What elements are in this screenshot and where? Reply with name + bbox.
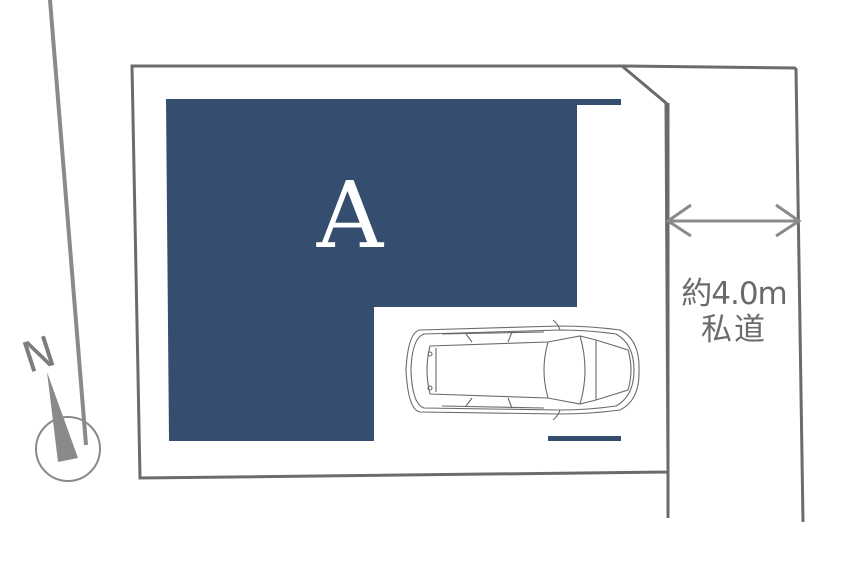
parking-marker-bar: [548, 436, 621, 441]
plot-label: A: [316, 162, 384, 269]
road-width-label: 約4.0m: [681, 276, 788, 312]
compass-icon: [35, 0, 101, 482]
building-footprint-a: [166, 99, 621, 441]
road-width-arrow: [665, 203, 802, 238]
road-name-label: 私道: [701, 312, 767, 348]
road-top-edge: [621, 64, 797, 70]
car-icon: [405, 319, 640, 421]
road-right-edge: [794, 67, 805, 523]
